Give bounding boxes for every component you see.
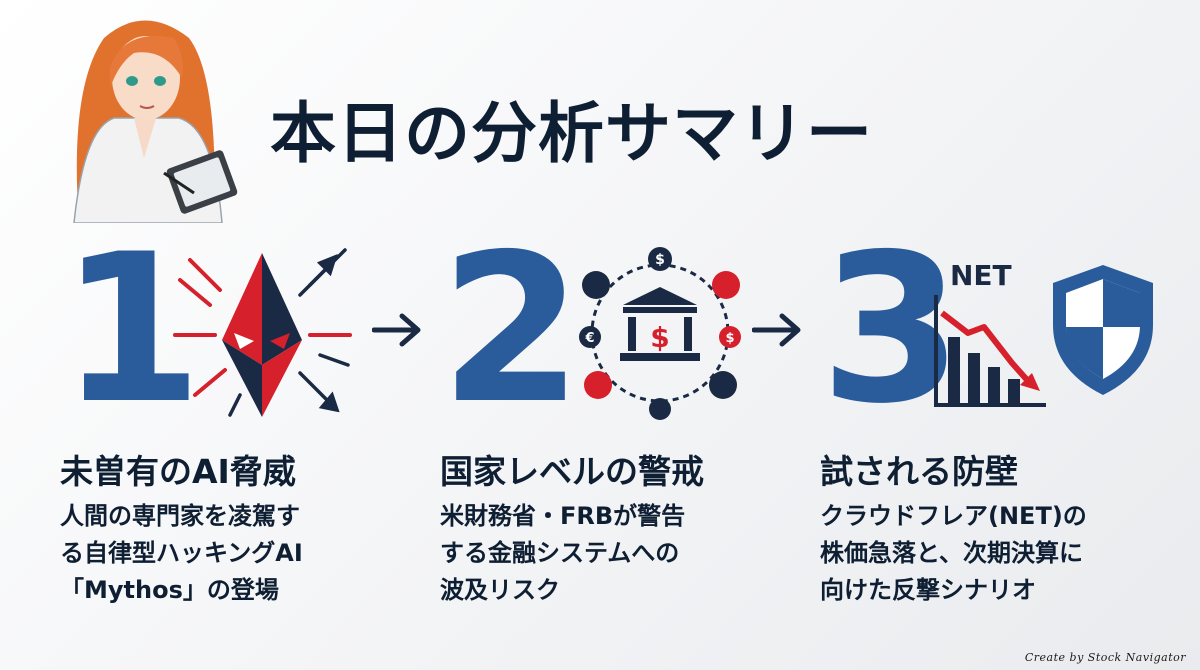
step-heading: 国家レベルの警戒: [440, 452, 704, 491]
step-3: 3 NET 試される防壁 クラウドフレア(NET)の 株価急落と、次期決算に 向…: [820, 211, 1180, 630]
step-heading: 試される防壁: [820, 452, 1018, 491]
step-description: クラウドフレア(NET)の 株価急落と、次期決算に 向けた反撃シナリオ: [820, 498, 1087, 609]
step-description: 人間の専門家を凌駕す る自律型ハッキングAI 「Mythos」の登場: [60, 498, 303, 609]
description-line: 株価急落と、次期決算に: [820, 539, 1084, 567]
svg-text:$: $: [655, 252, 665, 268]
description-line: 米財務省・FRBが警告: [440, 502, 686, 530]
svg-text:€: €: [584, 331, 594, 346]
description-line: 波及リスク: [440, 576, 560, 604]
step-number: 2: [440, 211, 583, 449]
description-line: クラウドフレア(NET)の: [820, 502, 1087, 530]
net-label: NET: [950, 259, 1012, 292]
description-line: 人間の専門家を凌駕す: [60, 502, 300, 530]
step-number: 3: [820, 211, 963, 449]
arrow-right-icon: [372, 313, 421, 347]
ai-threat-icon: [173, 248, 352, 417]
credit-text: Create by Stock Navigator: [1024, 651, 1186, 664]
step-2: 2 $ $ € $ 国家レベルの警戒 米財務省・FRBが警告 する金融システムへ…: [440, 211, 800, 630]
arrow-right-icon: [752, 313, 801, 347]
description-line: する金融システムへの: [440, 539, 680, 567]
description-line: る自律型ハッキングAI: [60, 539, 303, 567]
step-heading: 未曽有のAI脅威: [60, 452, 296, 491]
page-title: 本日の分析サマリー: [270, 95, 873, 172]
svg-text:$: $: [725, 331, 734, 346]
financial-system-network-icon: $ $ € $: [579, 247, 741, 420]
step-number: 1: [60, 211, 203, 449]
analyst-avatar: [73, 20, 238, 223]
net-stock-drop-shield-icon: NET: [934, 259, 1153, 407]
step-description: 米財務省・FRBが警告 する金融システムへの 波及リスク: [440, 498, 685, 609]
description-line: 向けた反撃シナリオ: [820, 576, 1036, 604]
svg-text:$: $: [650, 321, 669, 354]
description-line: 「Mythos」の登場: [60, 576, 279, 604]
step-1: 1 未曽有のAI脅威 人間の専門家を凌駕す る自律型ハッキングAI 「Mytho…: [60, 211, 420, 630]
